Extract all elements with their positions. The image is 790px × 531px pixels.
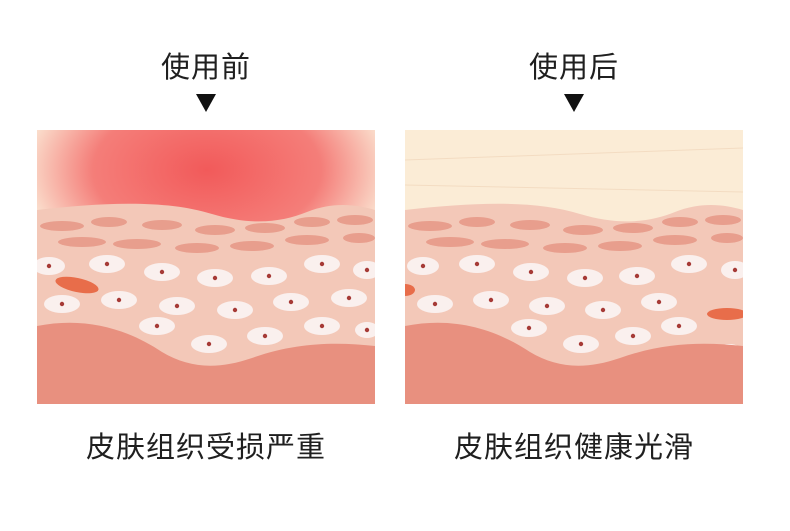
cell-nucleus bbox=[212, 275, 218, 281]
cell-nucleus bbox=[732, 267, 738, 273]
cell-nucleus bbox=[488, 297, 494, 303]
cell-nucleus bbox=[420, 263, 426, 269]
before-panel: 使用前 bbox=[37, 0, 375, 531]
cell-nucleus bbox=[364, 327, 370, 333]
collagen-fiber bbox=[459, 217, 495, 227]
cell-nucleus bbox=[656, 299, 662, 305]
cell-nucleus bbox=[474, 261, 480, 267]
cell-nucleus bbox=[206, 341, 212, 347]
after-caption: 皮肤组织健康光滑 bbox=[453, 430, 694, 464]
inflamed-cell bbox=[55, 276, 99, 294]
collagen-fiber bbox=[343, 233, 375, 243]
cell-nucleus bbox=[232, 307, 238, 313]
collagen-fiber bbox=[245, 223, 285, 233]
cell-nucleus bbox=[528, 269, 534, 275]
cell-nucleus bbox=[582, 275, 588, 281]
orange-cell bbox=[405, 284, 415, 296]
cell-nucleus bbox=[59, 301, 65, 307]
cell-nucleus bbox=[676, 323, 682, 329]
collagen-fiber bbox=[230, 241, 274, 251]
collagen-fiber bbox=[662, 217, 698, 227]
collagen-fiber bbox=[598, 241, 642, 251]
cell-nucleus bbox=[364, 267, 370, 273]
down-arrow-icon bbox=[196, 94, 216, 112]
cell-nucleus bbox=[319, 323, 325, 329]
cell-nucleus bbox=[634, 273, 640, 279]
cell-nucleus bbox=[578, 341, 584, 347]
down-arrow-icon bbox=[564, 94, 584, 112]
cell-nucleus bbox=[262, 333, 268, 339]
collagen-fiber bbox=[175, 243, 219, 253]
collagen-fiber bbox=[40, 221, 84, 231]
collagen-fiber bbox=[195, 225, 235, 235]
collagen-fiber bbox=[543, 243, 587, 253]
cell-nucleus bbox=[544, 303, 550, 309]
collagen-fiber bbox=[408, 221, 452, 231]
collagen-fiber bbox=[481, 239, 529, 249]
before-caption: 皮肤组织受损严重 bbox=[85, 430, 326, 464]
collagen-fiber bbox=[91, 217, 127, 227]
surface-texture-line bbox=[405, 184, 743, 193]
collagen-fiber bbox=[563, 225, 603, 235]
cell-nucleus bbox=[526, 325, 532, 331]
after-title: 使用后 bbox=[528, 50, 619, 84]
dermis-layer bbox=[37, 322, 375, 404]
cell-nucleus bbox=[266, 273, 272, 279]
dermis-layer bbox=[405, 322, 743, 404]
cell-nucleus bbox=[432, 301, 438, 307]
cell-nucleus bbox=[600, 307, 606, 313]
collagen-fiber bbox=[613, 223, 653, 233]
cell-nucleus bbox=[630, 333, 636, 339]
before-title: 使用前 bbox=[160, 50, 251, 84]
cell-nucleus bbox=[319, 261, 325, 267]
collagen-fiber bbox=[58, 237, 106, 247]
damaged-skin-diagram bbox=[37, 130, 375, 404]
collagen-fiber bbox=[285, 235, 329, 245]
cell-nucleus bbox=[104, 261, 110, 267]
cell-nucleus bbox=[159, 269, 165, 275]
collagen-fiber bbox=[711, 233, 743, 243]
skin-cell bbox=[721, 261, 743, 279]
cell-nucleus bbox=[346, 295, 352, 301]
cell-nucleus bbox=[288, 299, 294, 305]
collagen-fiber bbox=[653, 235, 697, 245]
collagen-fiber bbox=[705, 215, 741, 225]
skin-cell bbox=[353, 261, 375, 279]
cell-nucleus bbox=[174, 303, 180, 309]
collagen-fiber bbox=[142, 220, 182, 230]
cell-nucleus bbox=[686, 261, 692, 267]
healthy-skin-diagram bbox=[405, 130, 743, 404]
cell-nucleus bbox=[116, 297, 122, 303]
orange-cell bbox=[707, 308, 743, 320]
collagen-fiber bbox=[113, 239, 161, 249]
collagen-fiber bbox=[294, 217, 330, 227]
cell-nucleus bbox=[154, 323, 160, 329]
collagen-fiber bbox=[510, 220, 550, 230]
collagen-fiber bbox=[426, 237, 474, 247]
collagen-fiber bbox=[337, 215, 373, 225]
after-panel: 使用后 bbox=[405, 0, 743, 531]
surface-texture-line bbox=[405, 147, 743, 161]
cell-nucleus bbox=[46, 263, 52, 269]
